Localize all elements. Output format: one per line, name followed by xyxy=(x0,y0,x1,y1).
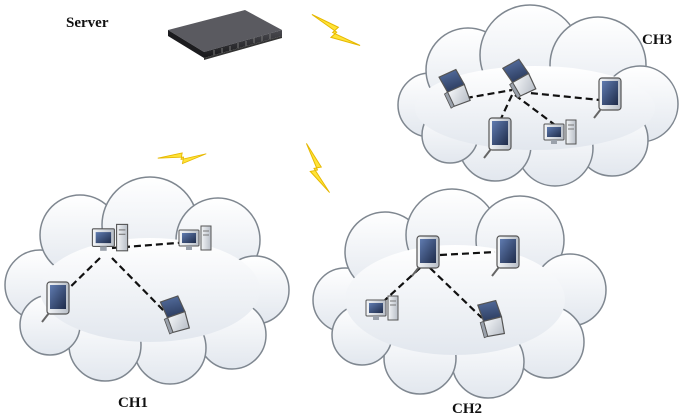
cloud-ch1 xyxy=(4,176,290,385)
cloud-icon xyxy=(397,4,679,187)
desktop-computer-icon xyxy=(365,295,399,321)
cloud-ch2 xyxy=(312,188,607,399)
desktop-computer-icon xyxy=(91,223,129,252)
desktop-computer-icon xyxy=(178,225,212,251)
ch2-label: CH2 xyxy=(452,401,482,417)
desktop-computer-icon xyxy=(543,119,577,145)
cloud-icon xyxy=(312,188,607,399)
cloud-ch3 xyxy=(397,4,679,187)
ch1-label: CH1 xyxy=(118,395,148,411)
lightning-icon xyxy=(308,13,364,47)
server-icon xyxy=(168,10,282,60)
cloud-icon xyxy=(4,176,290,385)
lightning-icon xyxy=(157,135,207,177)
ch2-links xyxy=(384,250,496,319)
ch3-label: CH3 xyxy=(642,32,672,48)
lightning-icon xyxy=(291,142,345,194)
server-label: Server xyxy=(66,15,109,31)
